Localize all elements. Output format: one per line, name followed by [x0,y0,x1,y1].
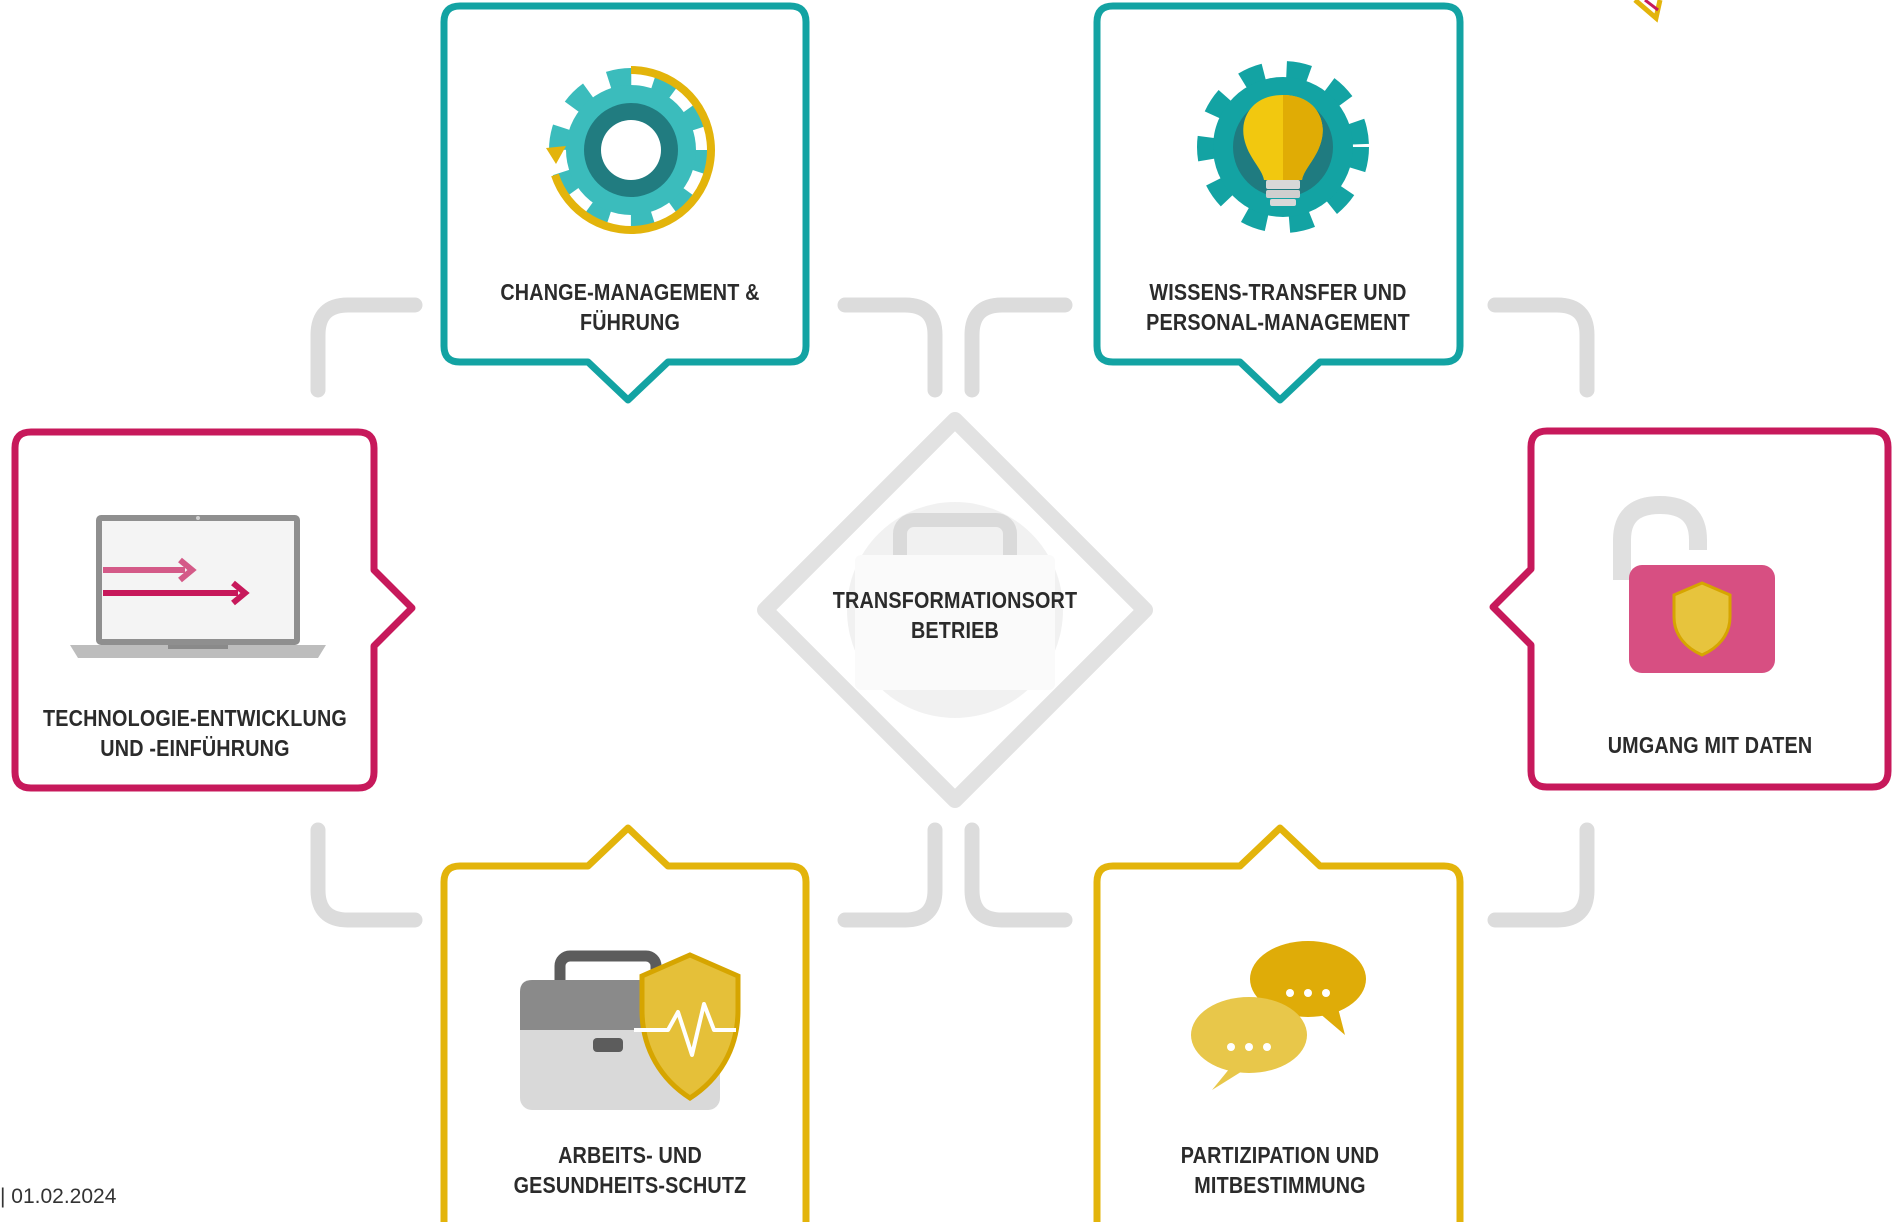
box-technologie [11,428,416,792]
footer-date: | 01.02.2024 [0,1185,117,1208]
label-daten: UMGANG MIT DATEN [1560,730,1861,760]
gear-cycle-icon [546,66,715,234]
briefcase-shield-icon [520,950,741,1110]
gear-lightbulb-icon [1197,61,1369,233]
label-daten-line1: UMGANG MIT DATEN [1607,732,1813,758]
box-wissens-transfer [1093,2,1464,404]
connector-bottom-center-right [964,822,1073,928]
label-wissens-transfer: WISSENS-TRANSFER UND PERSONAL-MANAGEMENT [1123,277,1433,337]
center-label: TRANSFORMATIONSORT BETRIEB [826,585,1084,645]
label-technologie: TECHNOLOGIE-ENTWICKLUNG UND -EINFÜHRUNG [40,703,350,763]
box-daten [1489,427,1892,791]
label-partizipation: PARTIZIPATION UND MITBESTIMMUNG [1125,1140,1435,1200]
connector-lines [310,297,1595,928]
label-technologie-line1: TECHNOLOGIE-ENTWICKLUNG [43,705,347,731]
connector-top-center-right [964,297,1073,398]
center-diamond [757,412,1153,808]
connector-top-left [310,297,423,398]
label-wissens-transfer-line1: WISSENS-TRANSFER UND [1149,279,1407,305]
connector-top-center-left [837,297,943,398]
label-arbeitsschutz: ARBEITS- UND GESUNDHEITS-SCHUTZ [480,1140,781,1200]
label-arbeitsschutz-line2: GESUNDHEITS-SCHUTZ [513,1172,747,1198]
label-change-management-line2: FÜHRUNG [579,309,681,335]
label-change-management-line1: CHANGE-MANAGEMENT & [500,279,760,305]
box-change-management [440,2,810,404]
logo-fragment-icon [1633,0,1663,23]
label-partizipation-line1: PARTIZIPATION UND [1180,1142,1380,1168]
connector-bottom-left [310,822,423,928]
connector-bottom-center-left [837,822,943,928]
label-arbeitsschutz-line1: ARBEITS- UND [558,1142,702,1168]
center-label-line2: BETRIEB [910,617,1000,643]
speech-bubbles-icon [1191,941,1366,1090]
label-wissens-transfer-line2: PERSONAL-MANAGEMENT [1146,309,1410,335]
padlock-shield-icon [1613,495,1775,673]
label-change-management: CHANGE-MANAGEMENT & FÜHRUNG [480,277,781,337]
label-partizipation-line2: MITBESTIMMUNG [1194,1172,1366,1198]
label-technologie-line2: UND -EINFÜHRUNG [100,735,290,761]
briefcase-icon [847,502,1063,718]
center-node [757,412,1153,808]
box-arbeitsschutz [440,824,810,1222]
center-label-line1: TRANSFORMATIONSORT [832,587,1078,613]
connector-bottom-right [1487,822,1595,928]
connector-top-right [1487,297,1595,398]
laptop-arrows-icon [70,515,326,658]
box-partizipation [1093,824,1464,1222]
